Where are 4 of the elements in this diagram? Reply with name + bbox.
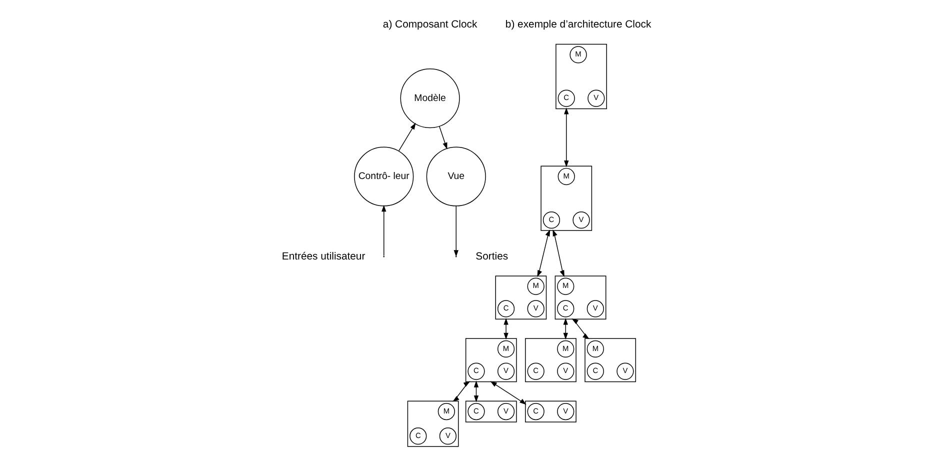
label: b) exemple d’architecture Clock [505,20,652,31]
label: Entrées utilisateur [282,251,366,262]
label: a) Composant Clock [382,20,478,31]
label: Sorties [476,251,508,262]
